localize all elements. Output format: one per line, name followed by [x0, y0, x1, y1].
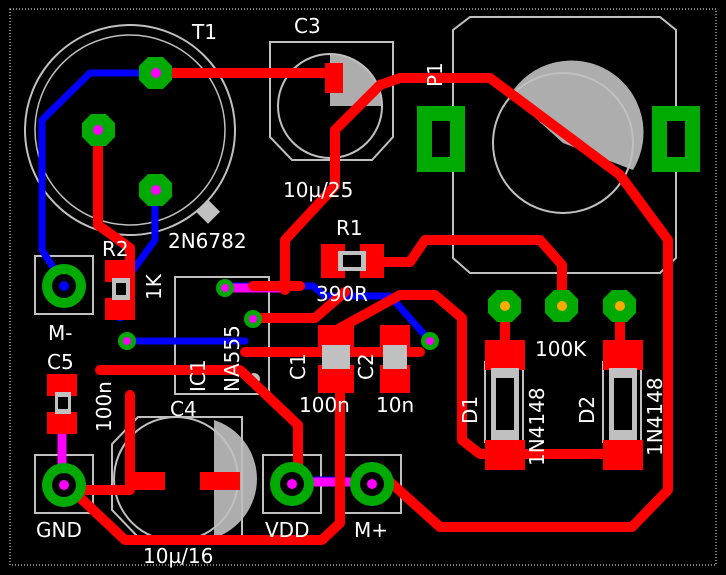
label-c2-value: 10n: [376, 393, 414, 417]
label-p1: P1: [423, 62, 447, 87]
smd-pads: [47, 63, 643, 490]
label-r1-value: 390R: [316, 282, 368, 306]
label-d1: D1: [458, 396, 482, 424]
t1-outline: [24, 24, 236, 236]
label-t1-part: 2N6782: [168, 229, 247, 253]
board-outline: [9, 8, 717, 566]
label-vdd: VDD: [265, 518, 309, 542]
label-c1-value: 100n: [299, 393, 350, 417]
label-c2: C2: [354, 353, 378, 380]
label-c1: C1: [286, 353, 310, 380]
label-c5: C5: [47, 350, 74, 374]
label-ic1: IC1: [186, 359, 210, 392]
label-r1: R1: [336, 216, 363, 240]
label-c3: C3: [294, 14, 321, 38]
ic1-outline: [174, 276, 270, 395]
label-d2: D2: [575, 396, 599, 424]
vias: [118, 279, 439, 350]
label-gnd: GND: [36, 518, 82, 542]
through-hole-pads: [42, 57, 700, 507]
p1-outline: [452, 16, 677, 274]
label-c3-value: 10µ/25: [283, 178, 353, 202]
label-t1: T1: [191, 20, 217, 44]
label-c4-value: 10µ/16: [143, 544, 213, 568]
silkscreen-text: T1 2N6782 C3 10µ/25 P1 100K R1 390R R2 1…: [36, 14, 667, 568]
label-d1-part: 1N4148: [525, 387, 549, 466]
label-r2: R2: [102, 237, 129, 261]
label-c5-value: 100n: [92, 381, 116, 432]
label-ic1-part: NA555: [220, 325, 244, 392]
component-bodies-dark: [58, 255, 632, 430]
label-r2-value: 1K: [142, 273, 166, 300]
m-minus-outline: [34, 255, 94, 315]
label-m-minus: M-: [48, 321, 72, 345]
c3-outline: [269, 41, 394, 161]
label-p1-value: 100K: [535, 337, 587, 361]
label-c4: C4: [170, 397, 197, 421]
label-m-plus: M+: [354, 518, 388, 542]
label-d2-part: 1N4148: [643, 377, 667, 456]
